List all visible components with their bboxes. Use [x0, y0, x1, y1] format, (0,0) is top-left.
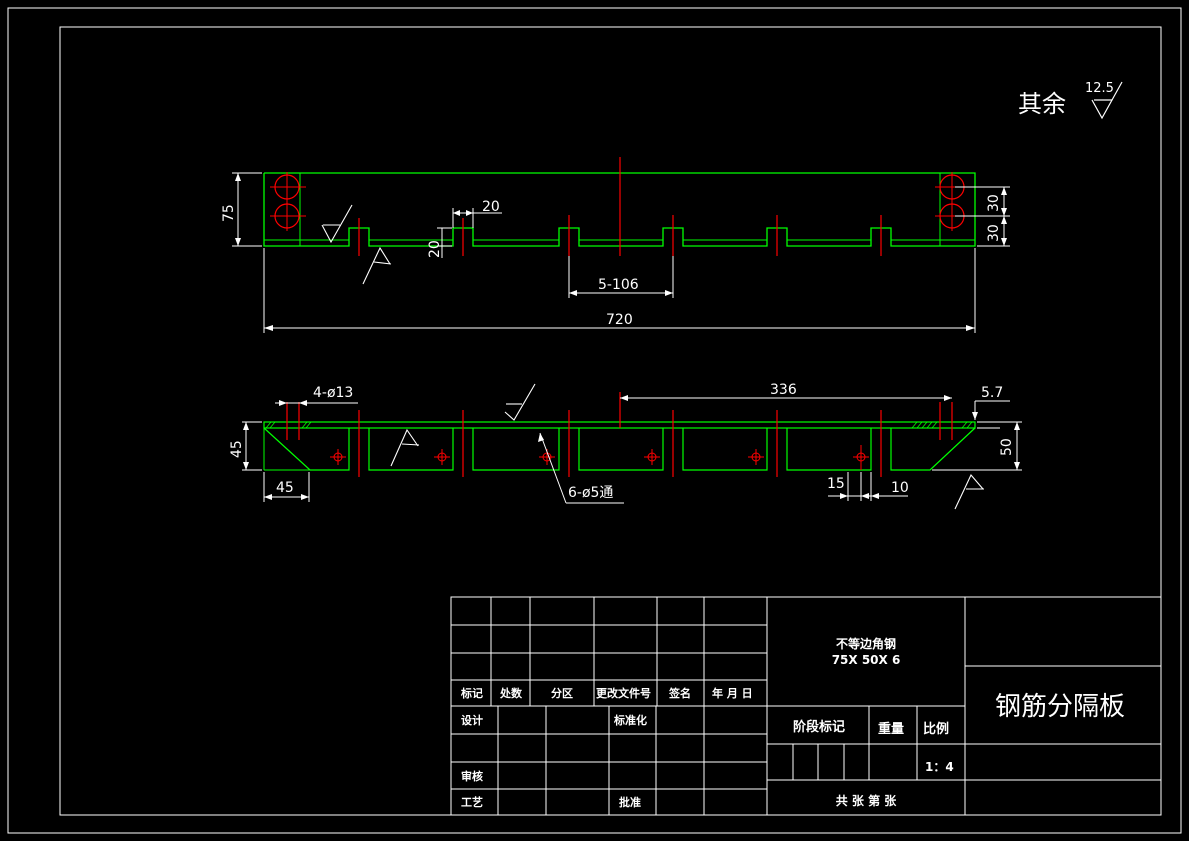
dim-notch-depth: 20	[427, 227, 452, 258]
role-design: 设计	[461, 713, 483, 727]
role-review: 审核	[461, 769, 483, 783]
svg-text:4-ø13: 4-ø13	[313, 385, 353, 401]
svg-text:15: 15	[827, 476, 845, 492]
part-name: 钢筋分隔板	[995, 692, 1125, 722]
svg-text:20: 20	[482, 199, 500, 215]
svg-text:10: 10	[891, 480, 909, 496]
roughness-symbol-icon	[362, 246, 391, 285]
role-approve: 批准	[619, 795, 641, 809]
svg-text:50: 50	[999, 438, 1015, 456]
sheet-count: 共 张 第 张	[836, 793, 898, 808]
header-mark: 标记	[460, 686, 483, 700]
header-date: 年 月 日	[712, 686, 753, 700]
surface-note-label: 其余	[1018, 90, 1066, 118]
dim-thickness: 5.7	[972, 385, 1010, 429]
header-signature: 签名	[668, 686, 691, 700]
dim-small-holes: 6-ø5通	[538, 432, 624, 504]
top-hole-left-upper	[270, 172, 306, 202]
dim-height-left: 45	[229, 421, 262, 471]
material-line2: 75X 50X 6	[832, 653, 901, 667]
title-block-text: 标记 处数 分区 更改文件号 签名 年 月 日 设计 标准化 审核 工艺 批准 …	[460, 636, 1125, 809]
svg-text:720: 720	[606, 312, 633, 328]
header-doc-no: 更改文件号	[596, 686, 651, 700]
svg-text:5.7: 5.7	[981, 385, 1003, 401]
small-hole	[330, 445, 869, 470]
dim-length-720: 720	[263, 248, 976, 333]
roughness-symbol-icon	[504, 383, 536, 421]
svg-text:20: 20	[427, 240, 443, 258]
header-zone: 分区	[551, 686, 573, 700]
roughness-symbol-icon	[1091, 81, 1123, 120]
dim-notch-width: 20	[452, 199, 502, 228]
svg-text:30: 30	[986, 224, 1002, 242]
svg-text:5-106: 5-106	[598, 277, 639, 293]
svg-text:30: 30	[986, 194, 1002, 212]
roughness-value: 12.5	[1085, 81, 1114, 96]
top-view: 75 20 20 5-106	[221, 157, 1010, 333]
dim-offset-336: 336	[620, 382, 952, 401]
svg-text:6-ø5通: 6-ø5通	[568, 485, 613, 501]
top-hole-left-lower	[270, 201, 306, 231]
svg-text:75: 75	[221, 204, 237, 222]
header-count: 处数	[499, 686, 523, 700]
outer-border	[7, 7, 1182, 834]
dim-height-right: 50	[932, 421, 1022, 471]
roughness-symbol-icon	[390, 428, 419, 467]
svg-text:336: 336	[770, 382, 797, 398]
roughness-symbol-icon	[954, 473, 984, 510]
title-block	[450, 596, 1162, 816]
material-line1: 不等边角钢	[836, 636, 896, 651]
svg-text:45: 45	[229, 440, 245, 458]
stage-mark: 阶段标记	[793, 719, 845, 735]
dim-offsets: 15 10	[827, 472, 909, 501]
svg-text:45: 45	[276, 480, 294, 496]
role-standard: 标准化	[613, 713, 647, 727]
dim-large-holes: 4-ø13	[275, 385, 358, 406]
roughness-symbol-icon	[321, 204, 353, 244]
dim-height-75: 75	[221, 172, 262, 247]
role-process: 工艺	[461, 795, 483, 809]
scale-value: 1：4	[925, 760, 954, 774]
front-view: 4-ø13 336 5.7 45	[229, 382, 1022, 510]
dim-pitch: 5-106	[568, 256, 674, 298]
dim-hole-spacing: 30 30	[955, 186, 1010, 247]
dim-chamfer: 45	[263, 472, 310, 502]
scale-label: 比例	[923, 721, 949, 737]
surface-roughness-note: 其余 12.5	[1018, 81, 1123, 120]
weight-label: 重量	[878, 721, 904, 737]
